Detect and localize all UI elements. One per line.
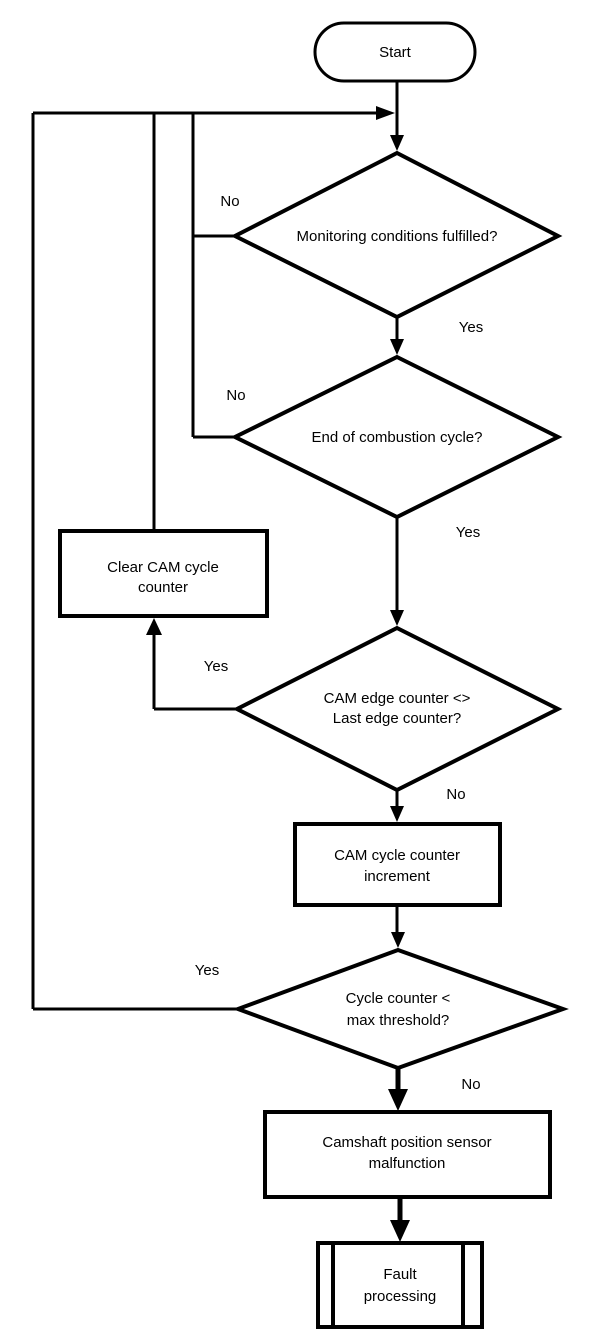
arrowhead-top-junction [376,106,395,120]
fault-processing-label-line1: Fault [383,1266,417,1283]
process-clear-label-line1: Clear CAM cycle [107,559,219,576]
start-shape [313,21,477,83]
label-edge-counter-yes: Yes [204,658,228,675]
process-cam-counter-increment: CAM cycle counter increment [293,822,502,907]
fault-processing-shape [316,1241,484,1329]
arrowhead-into-malfunction [388,1089,408,1111]
process-increment-shape [293,822,502,907]
process-clear-label-line2: counter [138,579,188,596]
process-clear-shape [58,529,269,618]
decision-threshold-label-line2: max threshold? [347,1012,450,1029]
connector-lines [31,81,403,1223]
arrowheads [146,106,410,1242]
decision-threshold-label-line1: Cycle counter < [346,990,451,1007]
decision-monitoring-conditions: Monitoring conditions fulfilled? [230,150,563,320]
start-label: Start [379,44,412,61]
label-combustion-yes: Yes [456,524,480,541]
arrowhead-into-threshold [391,932,405,948]
process-increment-label-line1: CAM cycle counter [334,847,460,864]
label-monitoring-yes: Yes [459,319,483,336]
arrowhead-into-increment [390,806,404,822]
process-malfunction-label-line1: Camshaft position sensor [322,1134,491,1151]
decision-combustion-cycle: End of combustion cycle? [230,354,563,520]
arrowhead-into-monitoring [390,135,404,151]
start-node: Start [313,21,477,83]
decision-monitoring-label: Monitoring conditions fulfilled? [297,228,498,245]
label-threshold-yes: Yes [195,962,219,979]
decision-threshold-shape [232,947,569,1071]
fault-processing-label-line2: processing [364,1288,437,1305]
decision-cam-edge-counter: CAM edge counter <> Last edge counter? [232,625,563,793]
label-edge-counter-no: No [446,786,465,803]
decision-edge-counter-label-line2: Last edge counter? [333,710,461,727]
label-threshold-no: No [461,1076,480,1093]
decision-edge-counter-label-line1: CAM edge counter <> [324,690,471,707]
process-malfunction-label-line2: malfunction [369,1155,446,1172]
decision-monitoring-shape [230,150,563,320]
arrowhead-into-clear-counter [146,618,162,635]
decision-cycle-counter-threshold: Cycle counter < max threshold? [232,947,569,1071]
process-clear-cam-counter: Clear CAM cycle counter [58,529,269,618]
decision-combustion-label: End of combustion cycle? [312,429,483,446]
decision-combustion-shape [230,354,563,520]
predefined-process-fault-processing: Fault processing [316,1241,484,1329]
process-malfunction-shape [263,1110,552,1199]
arrowhead-into-edge-counter [390,610,404,626]
decision-edge-counter-shape [232,625,563,793]
arrowhead-into-combustion [390,339,404,355]
process-sensor-malfunction: Camshaft position sensor malfunction [263,1110,552,1199]
arrowhead-into-fault [390,1220,410,1242]
label-monitoring-no: No [220,193,239,210]
process-increment-label-line2: increment [364,868,431,885]
label-combustion-no: No [226,387,245,404]
